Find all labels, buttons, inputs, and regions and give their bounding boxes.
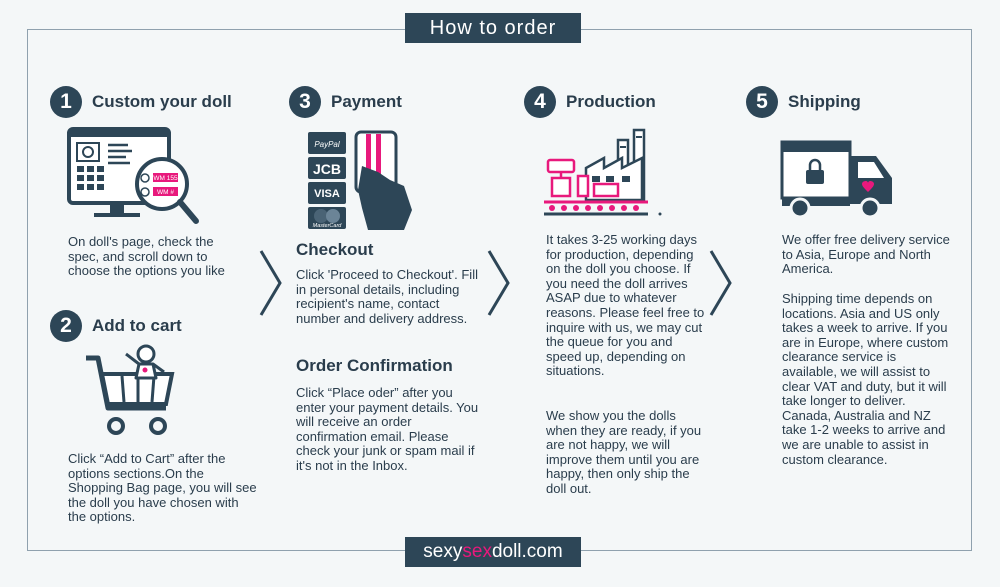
paypal-label: PayPal [314, 140, 340, 149]
checkout-title: Checkout [296, 240, 374, 259]
step-2-header: 2 Add to cart [50, 310, 182, 342]
shipping-text-2: Shipping time depends on locations. Asia… [782, 291, 949, 467]
production-text-2: We show you the dolls when they are read… [546, 408, 702, 496]
step-number: 5 [746, 86, 778, 118]
step-2-text: Click “Add to Cart” after the options se… [68, 451, 257, 525]
visa-label: VISA [314, 188, 340, 200]
step-title: Add to cart [92, 316, 182, 335]
brand-part: sexy [423, 541, 463, 562]
step-number: 1 [50, 86, 82, 118]
step-number: 2 [50, 310, 82, 342]
step-number: 4 [524, 86, 556, 118]
screen-tag-2: WM # [157, 189, 174, 196]
step-5-header: 5 Shipping [746, 86, 861, 118]
step-4-header: 4 Production [524, 86, 656, 118]
chevron-right-icon [487, 250, 510, 316]
step-title: Payment [331, 92, 402, 111]
page-title: How to order [405, 13, 581, 43]
chevron-right-icon [259, 250, 282, 316]
step-1-text: On doll's page, check the spec, and scro… [68, 234, 225, 279]
shopping-cart-doll-icon [86, 344, 175, 435]
order-confirmation-title: Order Confirmation [296, 356, 453, 375]
brand-accent: sex [462, 541, 492, 562]
shipping-text-1: We offer free delivery service to Asia, … [782, 232, 950, 277]
step-1-header: 1 Custom your doll [50, 86, 232, 118]
step-title: Production [566, 92, 656, 111]
brand-part: doll.com [491, 541, 563, 562]
doll-page-monitor-icon: WM 155 WM # [67, 127, 199, 224]
order-confirmation-text: Click “Place oder” after you enter your … [296, 385, 479, 473]
step-3-header: 3 Payment [289, 86, 402, 118]
chevron-right-icon [709, 250, 732, 316]
production-text-1: It takes 3-25 working days for productio… [546, 232, 705, 379]
factory-icon [544, 128, 662, 216]
step-number: 3 [289, 86, 321, 118]
delivery-truck-icon [780, 140, 892, 219]
step-title: Custom your doll [92, 92, 232, 111]
mastercard-label: MasterCard [313, 223, 343, 229]
jcb-label: JCB [313, 161, 341, 177]
screen-tag-1: WM 155 [153, 175, 178, 182]
payment-cards-icon: PayPal JCB VISA MasterCard [308, 130, 412, 230]
checkout-text: Click 'Proceed to Checkout'. Fill in per… [296, 267, 478, 326]
step-title: Shipping [788, 92, 861, 111]
